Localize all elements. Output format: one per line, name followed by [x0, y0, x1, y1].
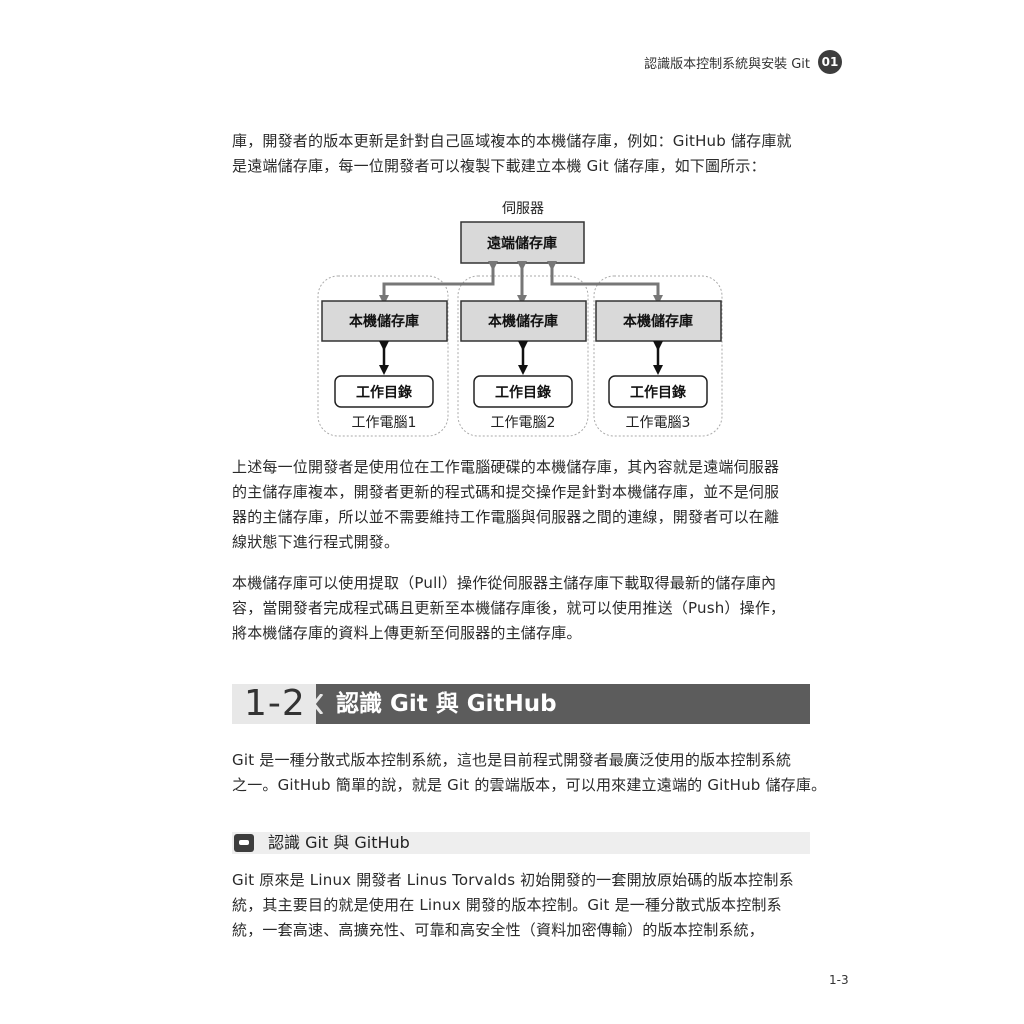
paragraph-git-origin: Git 原來是 Linux 開發者 Linus Torvalds 初始開發的一套… — [232, 868, 812, 943]
local-repo-3-label: 本機儲存庫 — [623, 313, 693, 330]
local-repo-2-box — [460, 300, 587, 342]
paragraph-line: 統，一套高速、高擴充性、可靠和高安全性（資料加密傳輸）的版本控制系統， — [232, 921, 765, 939]
paragraph-local-repo: 上述每一位開發者是使用位在工作電腦硬碟的本機儲存庫，其內容就是遠端伺服器 的主儲… — [232, 455, 812, 555]
remote-repo-box — [460, 221, 585, 264]
section-number-box — [232, 684, 316, 724]
paragraph-pull-push: 本機儲存庫可以使用提取（Pull）操作從伺服器主儲存庫下載取得最新的儲存庫內 容… — [232, 571, 812, 646]
paragraph-line: Git 原來是 Linux 開發者 Linus Torvalds 初始開發的一套… — [232, 871, 794, 889]
paragraph-line: 統，其主要目的就是使用在 Linux 開發的版本控制。Git 是一種分散式版本控… — [232, 896, 782, 914]
working-dir-3-label: 工作目錄 — [630, 384, 686, 401]
remote-to-local-1-arrow — [379, 261, 498, 305]
subsection-heading-band — [232, 832, 810, 854]
working-dir-2-label: 工作目錄 — [495, 384, 551, 401]
computer-3-caption: 工作電腦3 — [626, 415, 691, 431]
local-repo-3-box — [595, 300, 722, 342]
intro-line: 庫，開發者的版本更新是針對自己區域複本的本機儲存庫，例如：GitHub 儲存庫就 — [232, 132, 792, 150]
paragraph-line: 容，當開發者完成程式碼且更新至本機儲存庫後，就可以使用推送（Push）操作， — [232, 599, 786, 617]
working-dir-2-box — [473, 375, 573, 408]
section-heading-band — [232, 684, 810, 724]
page-number: 1-3 — [829, 973, 849, 987]
speech-bubble-icon — [234, 834, 254, 852]
server-label: 伺服器 — [502, 201, 544, 217]
chapter-number-badge: 01 — [818, 50, 842, 74]
paragraph-line: 本機儲存庫可以使用提取（Pull）操作從伺服器主儲存庫下載取得最新的儲存庫內 — [232, 574, 777, 592]
paragraph-git-intro: Git 是一種分散式版本控制系統，這也是目前程式開發者最廣泛使用的版本控制系統 … — [232, 748, 827, 798]
section-chevron-icon — [312, 694, 324, 714]
intro-line: 是遠端儲存庫，每一位開發者可以複製下載建立本機 Git 儲存庫，如下圖所示： — [232, 157, 766, 175]
intro-paragraph: 庫，開發者的版本更新是針對自己區域複本的本機儲存庫，例如：GitHub 儲存庫就… — [232, 129, 812, 179]
remote-repo-label: 遠端儲存庫 — [487, 235, 557, 252]
working-dir-1-box — [334, 375, 434, 408]
local-repo-1-box — [321, 300, 448, 342]
computer-1-caption: 工作電腦1 — [352, 415, 417, 431]
section-number: 1-2 — [244, 683, 306, 724]
running-header: 認識版本控制系統與安裝 Git 01 — [644, 50, 842, 74]
local-repo-1-label: 本機儲存庫 — [349, 313, 419, 330]
paragraph-line: Git 是一種分散式版本控制系統，這也是目前程式開發者最廣泛使用的版本控制系統 — [232, 751, 792, 769]
paragraph-line: 器的主儲存庫，所以並不需要維持工作電腦與伺服器之間的連線，開發者可以在離 — [232, 508, 780, 526]
chapter-title: 認識版本控制系統與安裝 Git — [644, 56, 810, 72]
computer-2-caption: 工作電腦2 — [491, 415, 556, 431]
paragraph-line: 線狀態下進行程式開發。 — [232, 533, 400, 551]
local-repo-2-label: 本機儲存庫 — [488, 313, 558, 330]
paragraph-line: 將本機儲存庫的資料上傳更新至伺服器的主儲存庫。 — [232, 624, 582, 642]
subsection-title: 認識 Git 與 GitHub — [268, 833, 410, 852]
git-distribution-diagram: 伺服器 遠端儲存庫 本機儲存庫 本機儲存庫 本機儲存庫 工作目錄 工作目錄 工作… — [317, 201, 723, 437]
paragraph-line: 的主儲存庫複本，開發者更新的程式碼和提交操作是針對本機儲存庫，並不是伺服 — [232, 483, 780, 501]
section-title: 認識 Git 與 GitHub — [336, 691, 557, 717]
paragraph-line: 之一。GitHub 簡單的說，就是 Git 的雲端版本，可以用來建立遠端的 Gi… — [232, 776, 827, 794]
remote-to-local-3-arrow — [547, 261, 663, 305]
paragraph-line: 上述每一位開發者是使用位在工作電腦硬碟的本機儲存庫，其內容就是遠端伺服器 — [232, 458, 780, 476]
working-dir-3-box — [608, 375, 708, 408]
working-dir-1-label: 工作目錄 — [356, 384, 412, 401]
